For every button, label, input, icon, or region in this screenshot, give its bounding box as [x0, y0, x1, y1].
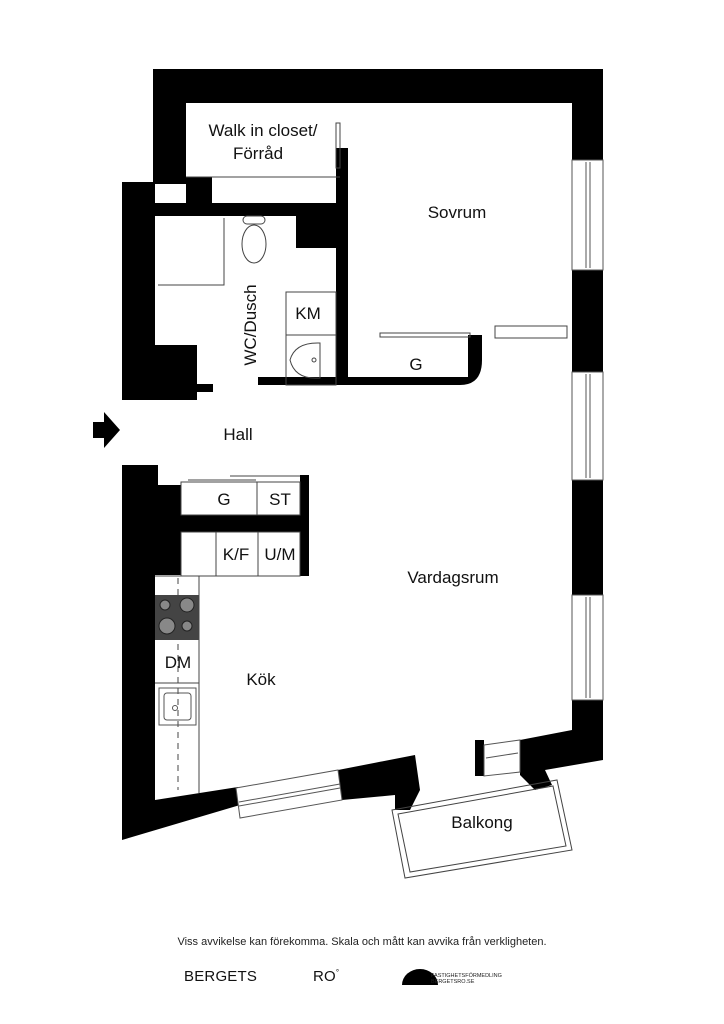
- label-closet-2: Förråd: [233, 144, 283, 163]
- walls: [122, 69, 603, 840]
- windows: [235, 159, 604, 819]
- logo-semicircle-icon: [402, 969, 438, 985]
- window-balcony: [483, 739, 521, 777]
- wall-bedroom-bottom: [258, 335, 482, 385]
- hall-wardrobe: [180, 481, 301, 516]
- wall-right: [572, 480, 603, 595]
- wall-block: [197, 384, 213, 392]
- wall-block: [475, 740, 484, 776]
- tagline-2: BERGETSRO.SE: [431, 979, 475, 985]
- sliding-door: [379, 332, 471, 338]
- wall-right: [572, 69, 603, 160]
- disclaimer: Viss avvikelse kan förekomma. Skala och …: [177, 936, 547, 948]
- washer-unit: [285, 291, 337, 386]
- wall-top: [153, 69, 603, 103]
- kitchen-sink-icon: [158, 687, 197, 726]
- tagline: FASTIGHETSFÖRMEDLING BERGETSRO.SE: [431, 973, 502, 985]
- label-hall-wardrobe: G: [217, 490, 230, 509]
- window-kitchen: [235, 769, 343, 819]
- interior-lines: [155, 122, 573, 879]
- wall-cabinets: [300, 475, 309, 576]
- brand-mark: °: [335, 968, 340, 977]
- sink-icon: [289, 342, 321, 379]
- tagline-1: FASTIGHETSFÖRMEDLING: [431, 973, 502, 979]
- wall-right: [572, 270, 603, 372]
- wall-left-upper: [122, 182, 155, 400]
- kitchen-tall-cabinets: [180, 531, 301, 577]
- label-balcony: Balkong: [451, 813, 512, 832]
- balcony-outline: [391, 779, 573, 879]
- bedroom-door: [494, 325, 568, 339]
- stove-icon: [155, 595, 199, 640]
- label-fridge-freezer: K/F: [223, 545, 249, 564]
- wall-left-lower: [122, 465, 240, 840]
- label-kitchen: Kök: [246, 670, 276, 689]
- wall-bath-bedroom: [336, 148, 348, 385]
- brand-right: RO°: [313, 968, 339, 985]
- closet-door: [335, 122, 341, 169]
- wall-upper-left: [153, 69, 186, 184]
- wall-cabinets: [181, 515, 306, 532]
- brand-left: BERGETS: [184, 968, 258, 985]
- label-hall: Hall: [223, 425, 252, 444]
- window-living-1: [571, 371, 604, 481]
- label-cleaning-cabinet: ST: [269, 490, 291, 509]
- wall-bottom-block: [338, 755, 420, 810]
- toilet-icon: [241, 215, 267, 264]
- label-bedroom: Sovrum: [428, 203, 487, 222]
- label-washer: KM: [295, 304, 321, 323]
- wall-block: [186, 177, 212, 207]
- window-living-2: [571, 594, 604, 701]
- window-bedroom: [571, 159, 604, 271]
- label-living-room: Vardagsrum: [407, 568, 498, 587]
- label-dishwasher: DM: [165, 653, 191, 672]
- brand-right-text: RO: [313, 968, 336, 985]
- label-oven-microwave: U/M: [264, 545, 295, 564]
- label-bathroom: WC/Dusch: [241, 284, 260, 365]
- wall-closet-bath: [155, 203, 345, 216]
- wall-block: [155, 345, 197, 400]
- entrance-arrow-icon: [93, 412, 120, 448]
- wall-right-corner: [520, 700, 603, 790]
- label-closet: Walk in closet/: [209, 121, 318, 140]
- label-bedroom-wardrobe: G: [409, 355, 422, 374]
- wall-block: [296, 216, 336, 248]
